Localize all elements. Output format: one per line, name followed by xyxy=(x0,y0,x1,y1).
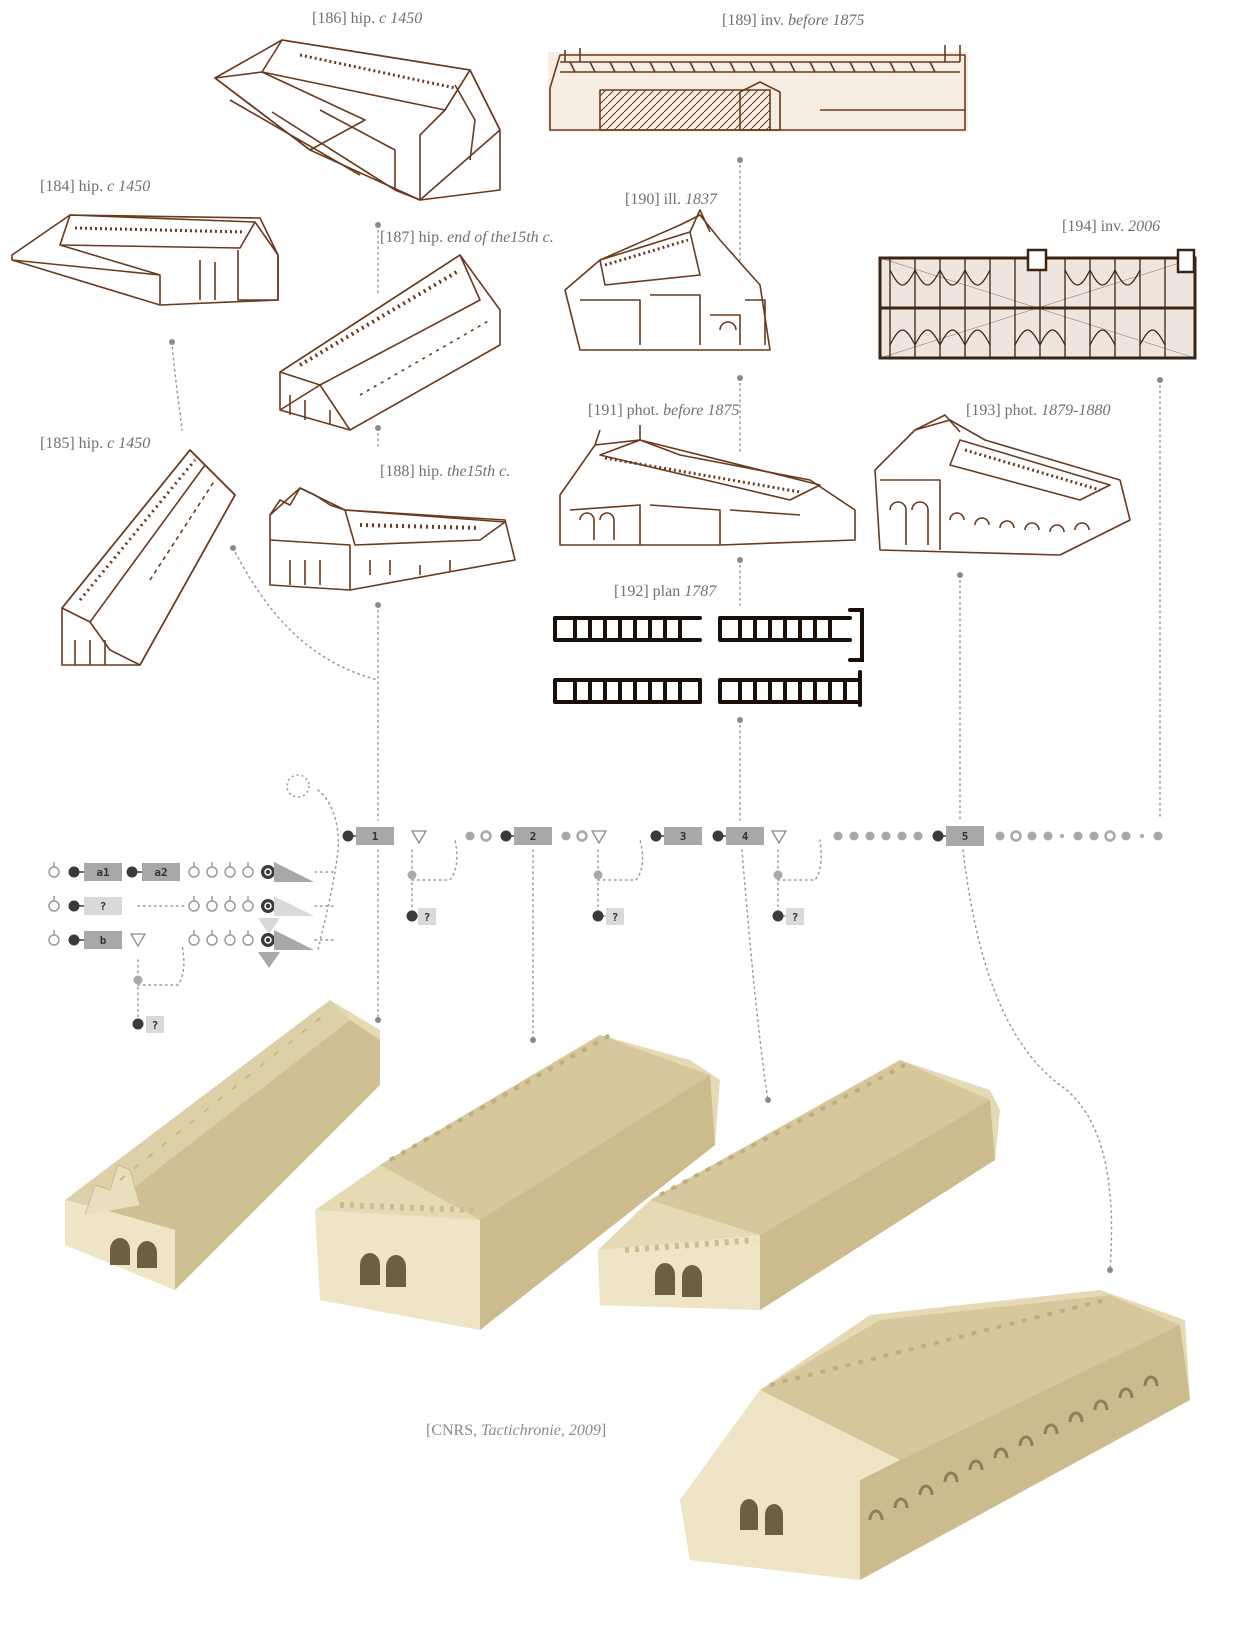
sketch-192 xyxy=(553,608,864,707)
svg-text:?: ? xyxy=(424,911,431,924)
svg-text:b: b xyxy=(100,934,107,947)
state-1[interactable] xyxy=(356,827,394,845)
unknown-state-2[interactable] xyxy=(606,908,624,925)
unknown-state-1[interactable] xyxy=(418,908,436,925)
timeline: 1 2 3 4 5 xyxy=(342,826,1163,925)
legend-row-1: a1 a2 xyxy=(48,862,314,882)
caption-187: [187] hip. end of the15th c. xyxy=(380,229,554,246)
origin-circle xyxy=(286,774,310,798)
model-state-5 xyxy=(680,1290,1190,1580)
svg-text:2: 2 xyxy=(530,830,537,843)
state-3[interactable] xyxy=(664,827,702,845)
sketch-190 xyxy=(564,209,771,351)
svg-text:a2: a2 xyxy=(154,866,167,879)
sketch-188 xyxy=(269,487,516,591)
svg-text:a1: a1 xyxy=(96,866,110,879)
caption-190: [190] ill. 1837 xyxy=(625,191,717,208)
unknown-state-3[interactable] xyxy=(786,908,804,925)
model-state-1 xyxy=(65,1000,380,1290)
svg-text:?: ? xyxy=(100,900,107,913)
state-2[interactable] xyxy=(514,827,552,845)
sketch-189 xyxy=(548,45,968,132)
sketch-185 xyxy=(61,449,236,666)
caption-186: [186] hip. c 1450 xyxy=(312,10,423,27)
svg-text:1: 1 xyxy=(372,830,379,843)
legend: a1 a2 ? xyxy=(48,862,314,1033)
source-credit: [CNRS, Tactichronie, 2009] xyxy=(426,1422,607,1439)
caption-191: [191] phot. before 1875 xyxy=(588,402,740,419)
svg-text:?: ? xyxy=(792,911,799,924)
sketch-193 xyxy=(874,414,1131,556)
state-5[interactable] xyxy=(946,826,984,846)
svg-text:3: 3 xyxy=(680,830,687,843)
sketch-186 xyxy=(214,39,501,201)
caption-185: [185] hip. c 1450 xyxy=(40,435,151,452)
caption-194: [194] inv. 2006 xyxy=(1062,218,1161,235)
sketch-184 xyxy=(11,214,279,306)
caption-184: [184] hip. c 1450 xyxy=(40,178,151,195)
state-4[interactable] xyxy=(726,827,764,845)
caption-192: [192] plan 1787 xyxy=(614,583,717,600)
connector-dots xyxy=(169,157,1163,1273)
model-state-2 xyxy=(315,1033,720,1330)
caption-193: [193] phot. 1879-1880 xyxy=(966,402,1111,419)
sketch-191 xyxy=(559,425,856,546)
caption-189: [189] inv. before 1875 xyxy=(722,12,865,29)
svg-text:5: 5 xyxy=(962,830,969,843)
legend-row-2: ? xyxy=(48,896,314,934)
caption-188: [188] hip. the15th c. xyxy=(380,463,511,480)
model-state-3 xyxy=(598,1060,1000,1310)
svg-text:4: 4 xyxy=(742,830,749,843)
svg-text:?: ? xyxy=(612,911,619,924)
sketch-187 xyxy=(279,254,501,431)
svg-text:?: ? xyxy=(152,1019,159,1032)
sketch-194 xyxy=(878,248,1197,360)
legend-row-3: b ? xyxy=(48,930,314,1033)
